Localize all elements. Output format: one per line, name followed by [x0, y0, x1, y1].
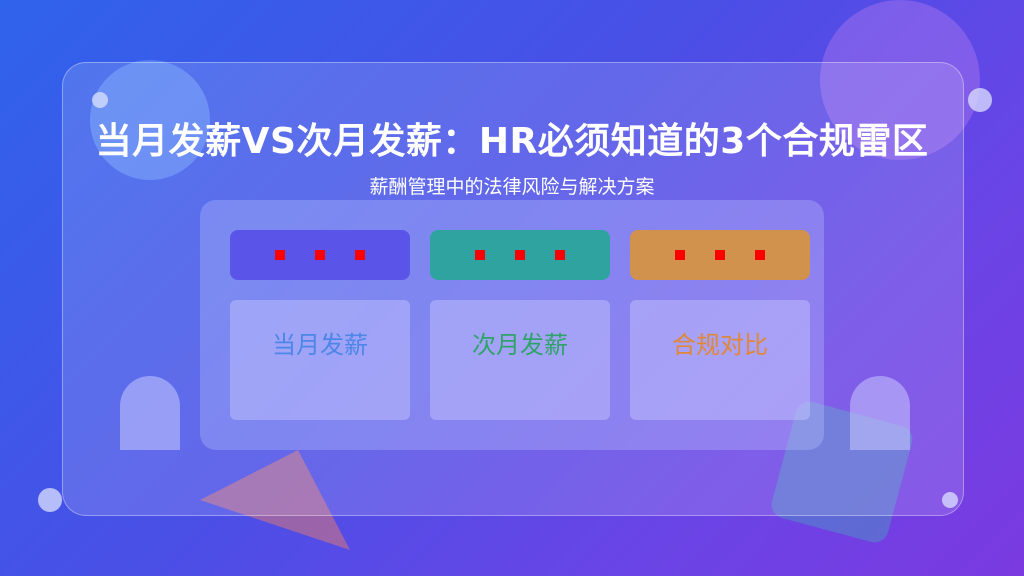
marker-square	[315, 250, 325, 260]
decor-triangle	[200, 450, 350, 550]
column-label-next-month: 次月发薪	[472, 331, 568, 359]
glass-panel	[62, 62, 964, 516]
decor-dot-top-left	[92, 92, 108, 108]
column-card-current-month	[230, 300, 410, 420]
page-subtitle: 薪酬管理中的法律风险与解决方案	[369, 176, 655, 198]
column-label-current-month: 当月发薪	[272, 331, 368, 359]
marker-square	[515, 250, 525, 260]
page-title: 当月发薪VS次月发薪：HR必须知道的3个合规雷区	[95, 121, 929, 162]
column-card-next-month	[430, 300, 610, 420]
marker-square	[675, 250, 685, 260]
marker-square	[715, 250, 725, 260]
column-header-bar-1	[230, 230, 410, 280]
marker-square	[755, 250, 765, 260]
column-card-compliance	[630, 300, 810, 420]
column-header-bar-2	[430, 230, 610, 280]
column-header-bar-3	[630, 230, 810, 280]
decor-dot-bottom-left	[38, 488, 62, 512]
column-label-compliance: 合规对比	[672, 331, 768, 359]
marker-square	[355, 250, 365, 260]
marker-square	[475, 250, 485, 260]
decor-arch-left	[120, 376, 180, 450]
marker-square	[275, 250, 285, 260]
marker-square	[555, 250, 565, 260]
decor-arch-right	[850, 376, 910, 450]
decor-dot-top-right	[968, 88, 992, 112]
decor-dot-bottom-right	[942, 492, 958, 508]
decor-circle-top-left	[90, 60, 210, 180]
